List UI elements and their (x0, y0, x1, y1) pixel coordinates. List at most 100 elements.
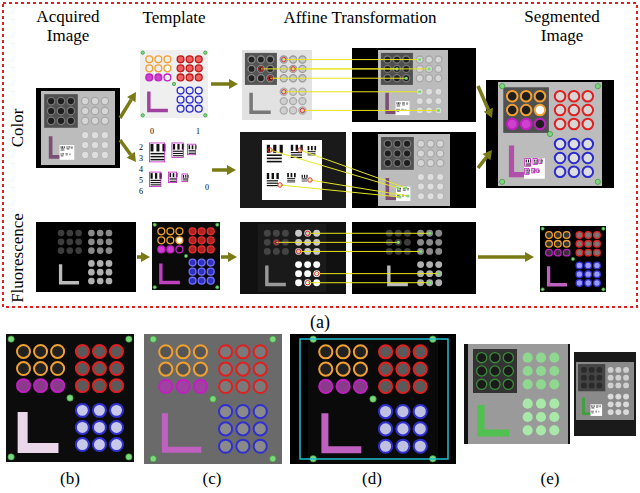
chart-bar (407, 189, 409, 190)
well-circle (207, 268, 214, 275)
well-circle (177, 56, 184, 63)
well-circle (437, 140, 444, 147)
well-circle (426, 261, 433, 268)
resolution-chart (60, 145, 75, 160)
well-circle (76, 345, 89, 358)
plate-ground (6, 334, 134, 462)
well-circle (264, 248, 271, 255)
well-circle (106, 238, 113, 245)
plate-image (498, 82, 602, 186)
well-circle (273, 230, 280, 237)
well-circle (555, 167, 566, 178)
well-circle (282, 230, 289, 237)
chart-bar (311, 146, 313, 150)
well-circle (97, 260, 104, 267)
plate-ground (540, 226, 606, 292)
well-circle (177, 105, 184, 112)
well-circle (264, 230, 271, 237)
chart-outline (533, 159, 537, 165)
chart-bar (599, 406, 601, 407)
chart-bar (66, 146, 68, 147)
well-circle (403, 150, 410, 157)
well-circle (66, 230, 73, 237)
plate-image (540, 226, 606, 292)
well-circle (536, 366, 546, 376)
match-line (276, 242, 398, 243)
chart-bar (63, 146, 65, 148)
well-circle (93, 404, 106, 417)
chart-bar (402, 196, 404, 197)
well-circle (110, 438, 123, 451)
plate-image (152, 222, 220, 290)
well-circle (435, 65, 442, 72)
chart-bar (308, 151, 316, 153)
well-circle (384, 159, 391, 166)
flow-arrow (120, 140, 131, 155)
chart-bar (189, 145, 191, 149)
well-circle (158, 246, 165, 253)
well-circle (198, 237, 205, 244)
well-circle (435, 230, 442, 237)
well-circle (589, 382, 595, 388)
well-circle (177, 96, 184, 103)
chart-bar (150, 184, 160, 185)
chart-bar (69, 154, 70, 155)
well-circle (91, 97, 98, 104)
chart-bar (527, 169, 529, 171)
well-circle (106, 230, 113, 237)
plate-image (468, 344, 568, 444)
chart-bar (397, 105, 400, 106)
well-circle (299, 98, 306, 105)
match-point (398, 195, 401, 198)
well-circle (97, 278, 104, 285)
well-circle (164, 74, 171, 81)
well-circle (254, 440, 267, 453)
well-circle (523, 412, 533, 422)
resolution-chart (146, 139, 202, 201)
well-circle (396, 380, 409, 393)
well-circle (189, 237, 196, 244)
well-circle (295, 230, 302, 237)
chart-bar (276, 173, 278, 179)
flow-arrow (120, 100, 131, 118)
chart-bar (403, 102, 405, 103)
well-circle (167, 246, 174, 253)
arrow-head (484, 108, 493, 118)
well-circle (394, 150, 401, 157)
marker-dot (141, 51, 144, 54)
chart-bar (150, 173, 152, 179)
well-circle (384, 140, 391, 147)
well-circle (66, 247, 73, 254)
well-circle (490, 353, 500, 363)
row-heading: Color (9, 109, 28, 148)
plate-ground (148, 334, 278, 464)
well-circle (435, 88, 442, 95)
well-circle (97, 230, 104, 237)
chart-bar (598, 412, 599, 413)
well-circle (91, 141, 98, 148)
well-circle (146, 65, 153, 72)
well-circle (523, 425, 533, 435)
well-circle (594, 271, 601, 278)
well-circle (58, 247, 65, 254)
well-circle (207, 277, 214, 284)
match-line (284, 91, 420, 92)
well-circle (195, 56, 202, 63)
match-line (300, 150, 406, 188)
well-circle (596, 367, 602, 373)
chart-bar (396, 102, 398, 104)
well-circle (623, 394, 629, 400)
well-circle (396, 440, 409, 453)
well-circle (207, 259, 214, 266)
dark-frame (240, 132, 346, 208)
flow-arrow (478, 86, 488, 110)
well-circle (159, 363, 172, 376)
chart-bar (66, 154, 68, 155)
marker-dot (141, 114, 144, 117)
match-point (406, 194, 409, 197)
well-circle (186, 74, 193, 81)
chart-bar (599, 406, 601, 407)
well-circle (615, 367, 621, 373)
well-circle (576, 280, 583, 287)
chart-number: 1 (196, 128, 200, 137)
